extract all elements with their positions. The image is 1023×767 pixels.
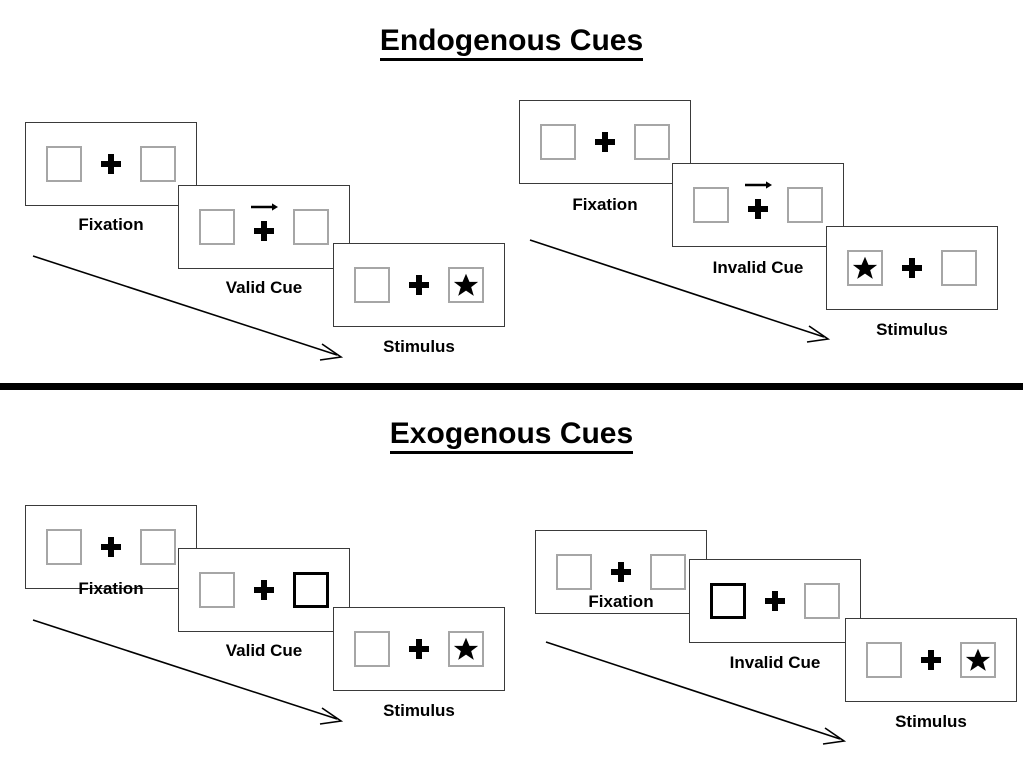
fixation-cross-icon — [254, 580, 274, 600]
fixation-cross-icon — [902, 258, 922, 278]
left-box — [46, 529, 82, 565]
star-target-icon — [965, 648, 991, 671]
panel-exogenous-valid-stimulus — [333, 607, 505, 691]
panel-label-valid-cue: Valid Cue — [225, 641, 303, 660]
exogenous-invalid-time-arrow — [545, 641, 847, 745]
section-title-endogenous: Endogenous Cues — [0, 24, 1023, 61]
panel-label-stimulus: Stimulus — [383, 337, 455, 356]
cue-arrow-right-icon — [745, 181, 772, 189]
panel-content — [334, 244, 504, 326]
panel-exogenous-invalid-stimulus — [845, 618, 1017, 702]
panel-content — [536, 531, 706, 613]
panel-label-stimulus: Stimulus — [895, 712, 967, 731]
center-column — [235, 566, 293, 614]
panel-label-valid-cue: Valid Cue — [225, 278, 303, 297]
center-column — [576, 118, 634, 166]
panel-endogenous-valid-fixation — [25, 122, 197, 206]
center-column — [390, 625, 448, 673]
fixation-cross-icon — [409, 275, 429, 295]
star-target-icon — [852, 256, 878, 279]
exogenous-valid-time-arrow — [32, 619, 344, 725]
panel-content — [26, 123, 196, 205]
panel-label-fixation: Fixation — [588, 592, 654, 611]
right-box — [650, 554, 686, 590]
left-box — [199, 209, 235, 245]
fixation-cross-icon — [611, 562, 631, 582]
panel-endogenous-invalid-fixation — [519, 100, 691, 184]
panel-exogenous-invalid-fixation — [535, 530, 707, 614]
center-column — [592, 548, 650, 596]
center-column — [883, 244, 941, 292]
panel-label-fixation: Fixation — [572, 195, 638, 214]
panel-content — [26, 506, 196, 588]
fixation-cross-icon — [748, 198, 768, 219]
panel-endogenous-invalid-cue — [672, 163, 844, 247]
fixation-cross-icon — [921, 650, 941, 670]
section-divider — [0, 383, 1023, 390]
center-column — [82, 140, 140, 188]
panel-label-invalid-cue: Invalid Cue — [729, 653, 821, 672]
right-box-cued — [293, 572, 329, 608]
fixation-cross-icon — [101, 154, 121, 174]
fixation-cross-icon — [101, 537, 121, 557]
right-box — [293, 209, 329, 245]
fixation-cross-icon — [409, 639, 429, 659]
right-box — [804, 583, 840, 619]
panel-content — [690, 560, 860, 642]
panel-content — [673, 164, 843, 246]
fixation-cross-icon — [765, 591, 785, 611]
panel-content — [846, 619, 1016, 701]
panel-label-fixation: Fixation — [78, 579, 144, 598]
panel-content — [827, 227, 997, 309]
fixation-cross-icon — [254, 220, 274, 241]
cue-arrow-right-icon — [251, 203, 278, 211]
right-box — [634, 124, 670, 160]
panel-exogenous-valid-fixation — [25, 505, 197, 589]
right-box — [140, 146, 176, 182]
fixation-cross-icon — [595, 132, 615, 152]
panel-content — [179, 549, 349, 631]
left-box — [46, 146, 82, 182]
center-column — [746, 577, 804, 625]
center-column — [729, 181, 787, 229]
panel-endogenous-valid-stimulus — [333, 243, 505, 327]
right-box — [448, 631, 484, 667]
left-box — [866, 642, 902, 678]
panel-label-stimulus: Stimulus — [383, 701, 455, 720]
star-target-icon — [453, 273, 479, 296]
right-box — [787, 187, 823, 223]
left-box — [693, 187, 729, 223]
left-box-cued — [710, 583, 746, 619]
panel-exogenous-invalid-cue — [689, 559, 861, 643]
endogenous-invalid-time-arrow — [529, 239, 831, 343]
panel-content — [334, 608, 504, 690]
left-box — [847, 250, 883, 286]
star-target-icon — [453, 637, 479, 660]
panel-content — [179, 186, 349, 268]
panel-content — [520, 101, 690, 183]
panel-label-fixation: Fixation — [78, 215, 144, 234]
center-column — [390, 261, 448, 309]
left-box — [354, 267, 390, 303]
right-box — [941, 250, 977, 286]
right-box — [960, 642, 996, 678]
panel-endogenous-invalid-stimulus — [826, 226, 998, 310]
panel-endogenous-valid-cue — [178, 185, 350, 269]
section-title-exogenous: Exogenous Cues — [0, 417, 1023, 454]
left-box — [354, 631, 390, 667]
panel-label-invalid-cue: Invalid Cue — [712, 258, 804, 277]
right-box — [448, 267, 484, 303]
center-column — [902, 636, 960, 684]
center-column — [235, 203, 293, 251]
left-box — [540, 124, 576, 160]
panel-exogenous-valid-cue — [178, 548, 350, 632]
endogenous-valid-time-arrow — [32, 255, 344, 361]
left-box — [556, 554, 592, 590]
center-column — [82, 523, 140, 571]
panel-label-stimulus: Stimulus — [876, 320, 948, 339]
left-box — [199, 572, 235, 608]
right-box — [140, 529, 176, 565]
